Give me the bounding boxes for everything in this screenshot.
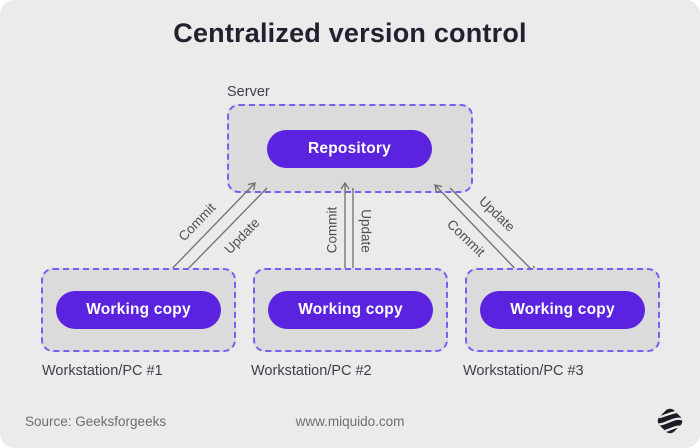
workstation-box-3: Working copy	[465, 268, 660, 352]
miquido-logo-icon	[655, 408, 685, 434]
commit-arrow-label-ws2: Commit	[324, 206, 340, 254]
update-arrow-label-ws3: Update	[476, 193, 518, 235]
workstation-label-3: Workstation/PC #3	[463, 363, 584, 379]
workstation-box-1: Working copy	[41, 268, 236, 352]
working-copy-node-2: Working copy	[268, 291, 433, 329]
server-label: Server	[227, 84, 270, 100]
working-copy-node-1: Working copy	[56, 291, 221, 329]
workstation-label-1: Workstation/PC #1	[42, 363, 163, 379]
working-copy-node-3: Working copy	[480, 291, 645, 329]
update-arrow-label-ws2: Update	[358, 209, 374, 253]
repository-node: Repository	[267, 130, 432, 168]
commit-arrow-label-ws1: Commit	[175, 200, 219, 244]
page-title: Centralized version control	[173, 18, 527, 48]
server-box: Repository	[227, 104, 473, 193]
workstation-box-2: Working copy	[253, 268, 448, 352]
update-arrow-label-ws1: Update	[221, 215, 263, 257]
workstation-label-2: Workstation/PC #2	[251, 363, 372, 379]
source-credit: Source: Geeksforgeeks	[25, 414, 167, 429]
commit-arrow-label-ws3: Commit	[444, 216, 488, 260]
website-url: www.miquido.com	[295, 414, 405, 429]
